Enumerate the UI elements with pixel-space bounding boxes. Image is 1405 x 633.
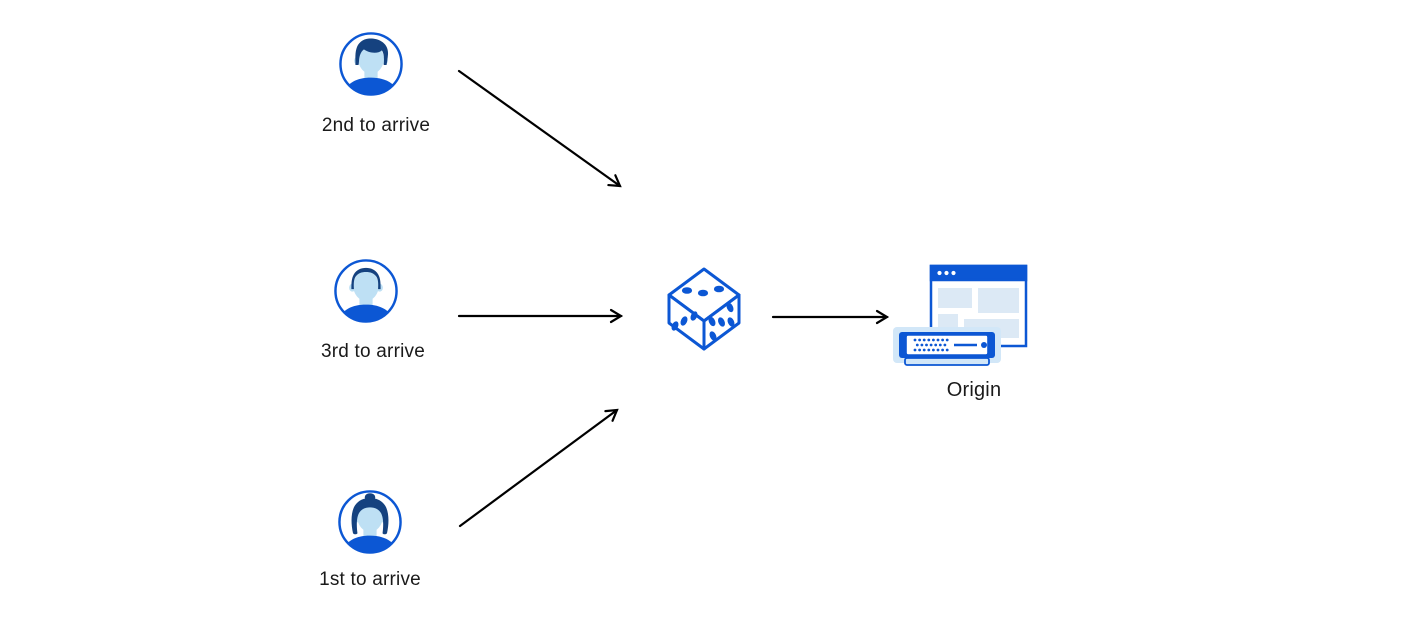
server-vents (913, 338, 949, 352)
avatar-1st-to-arrive-icon (338, 490, 402, 554)
server-base (904, 357, 990, 366)
avatar-2nd-to-arrive-icon (339, 32, 403, 96)
avatar-hair (351, 267, 381, 290)
label-3rd-to-arrive: 3rd to arrive (321, 341, 425, 362)
label-1st-to-arrive: 1st to arrive (319, 569, 421, 590)
origin-server-icon (893, 264, 1028, 366)
avatar-3rd-to-arrive-icon (334, 259, 398, 323)
avatar-hair (351, 497, 389, 535)
label-2nd-to-arrive: 2nd to arrive (321, 115, 431, 136)
dice-icon (667, 267, 741, 351)
label-origin: Origin (946, 379, 1002, 401)
avatar-face (353, 270, 379, 301)
browser-dots (937, 270, 956, 276)
server-unit (893, 327, 1001, 366)
server-led (981, 342, 987, 348)
browser-titlebar (929, 264, 1028, 282)
server-faceplate (905, 334, 989, 356)
arrow-user2nd-to-dice (457, 69, 622, 188)
dice-pips (671, 285, 735, 341)
avatar-hair (355, 38, 389, 65)
arrow-user1st-to-dice (458, 408, 619, 528)
avatar-face (357, 501, 383, 532)
